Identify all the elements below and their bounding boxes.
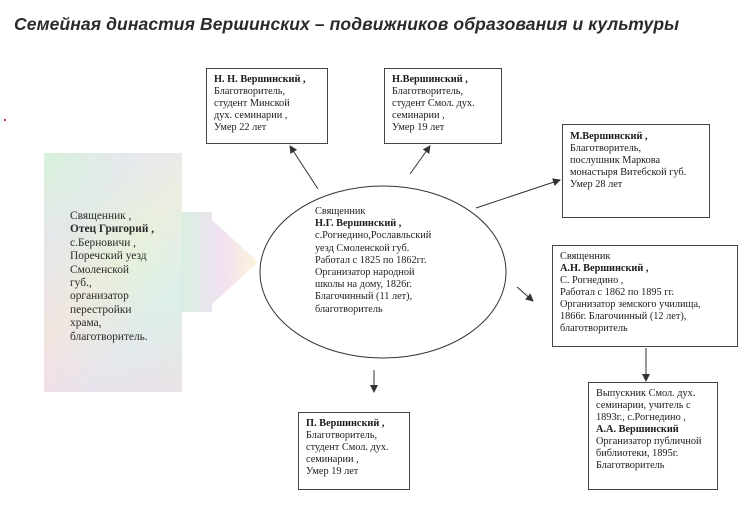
person-line: Выпускник Смол. дух.	[596, 388, 696, 399]
founder-line: губ.,	[70, 277, 92, 290]
person-line: Благотворитель	[596, 460, 665, 471]
person-name: А.А. Вершинский	[596, 424, 679, 435]
person-line: Благотворитель,	[214, 86, 286, 97]
center-line: уезд Смоленской губ.	[315, 242, 410, 254]
person-line: С. Рогнедино ,	[560, 275, 624, 286]
founder-text: Священник , Отец Григорий , с.Берновичи …	[70, 210, 180, 344]
center-text: Священник Н.Г. Вершинский , с.Рогнедино,…	[315, 206, 480, 316]
person-line: студент Минской	[214, 98, 290, 109]
person-name: М.Вершинский ,	[570, 131, 648, 142]
person-line: Умер 28 лет	[570, 179, 623, 190]
person-line: Умер 19 лет	[306, 466, 359, 477]
founder-line: организатор	[70, 290, 129, 303]
person-line: Организатор публичной	[596, 436, 702, 447]
center-line: благотворитель	[315, 303, 383, 315]
person-line: Умер 22 лет	[214, 122, 267, 133]
person-line: послушник Маркова	[570, 155, 661, 166]
person-line: Благотворитель,	[392, 86, 464, 97]
founder-name: Отец Григорий ,	[70, 223, 155, 236]
person-line: семинарии ,	[306, 454, 359, 465]
person-line: Работал с 1862 по 1895 гг.	[560, 287, 675, 298]
center-oval	[259, 185, 507, 359]
person-line: студент Смол. дух.	[306, 442, 389, 453]
person-name: Н.Вершинский ,	[392, 74, 468, 85]
person-line: семинарии ,	[392, 110, 445, 121]
founder-line: Поречский уезд	[70, 250, 147, 263]
person-line: 1866г. Благочинный (12 лет),	[560, 311, 687, 322]
person-box-an: Священник А.Н. Вершинский , С. Рогнедино…	[552, 245, 738, 347]
person-line: Организатор земского училища,	[560, 299, 701, 310]
person-line: студент Смол. дух.	[392, 98, 475, 109]
founder-line: с.Берновичи ,	[70, 236, 136, 249]
person-line: Благотворитель,	[306, 430, 378, 441]
center-line: Организатор народной	[315, 267, 415, 279]
person-name: Н. Н. Вершинский ,	[214, 74, 306, 85]
founder-arrow	[44, 153, 258, 392]
person-line: монастыря Витебской губ.	[570, 167, 687, 178]
person-box-aa: Выпускник Смол. дух. семинарии, учитель …	[588, 382, 718, 490]
center-line: с.Рогнедино,Рославльский	[315, 230, 432, 242]
founder-line: храма,	[70, 317, 102, 330]
person-line: Благотворитель,	[570, 143, 642, 154]
center-title: Священник	[315, 206, 366, 217]
person-line: дух. семинарии ,	[214, 110, 288, 121]
center-name: Н.Г. Вершинский ,	[315, 218, 402, 230]
arrow-to-mv	[475, 178, 561, 209]
scan-mark	[4, 119, 6, 121]
person-line: 1893г., с.Рогнедино ,	[596, 412, 686, 423]
person-box-mv: М.Вершинский , Благотворитель, послушник…	[562, 124, 710, 218]
person-title: Священник	[560, 251, 611, 262]
person-name: А.Н. Вершинский ,	[560, 263, 649, 274]
person-box-nv: Н.Вершинский , Благотворитель, студент С…	[384, 68, 502, 144]
founder-line: Смоленской	[70, 263, 129, 276]
person-name: П. Вершинский ,	[306, 418, 385, 429]
person-box-nn: Н. Н. Вершинский , Благотворитель, студе…	[206, 68, 328, 144]
person-line: библиотеки, 1895г.	[596, 448, 679, 459]
page-title: Семейная династия Вершинских – подвижник…	[14, 14, 680, 34]
arrow-to-an	[516, 286, 534, 302]
founder-line: благотворитель.	[70, 330, 148, 343]
person-box-pv: П. Вершинский , Благотворитель, студент …	[298, 412, 410, 490]
person-line: Умер 19 лет	[392, 122, 445, 133]
person-line: семинарии, учитель с	[596, 400, 691, 411]
center-line: Работал с 1825 по 1862гг.	[315, 254, 427, 266]
arrow-to-nn	[289, 145, 319, 190]
center-line: Благочинный (11 лет),	[315, 291, 413, 303]
arrow-to-nv	[409, 145, 431, 175]
person-line: благотворитель	[560, 323, 628, 334]
center-line: школы на дому, 1826г.	[315, 279, 412, 291]
founder-line: перестройки	[70, 303, 132, 316]
founder-title: Священник ,	[70, 210, 132, 222]
